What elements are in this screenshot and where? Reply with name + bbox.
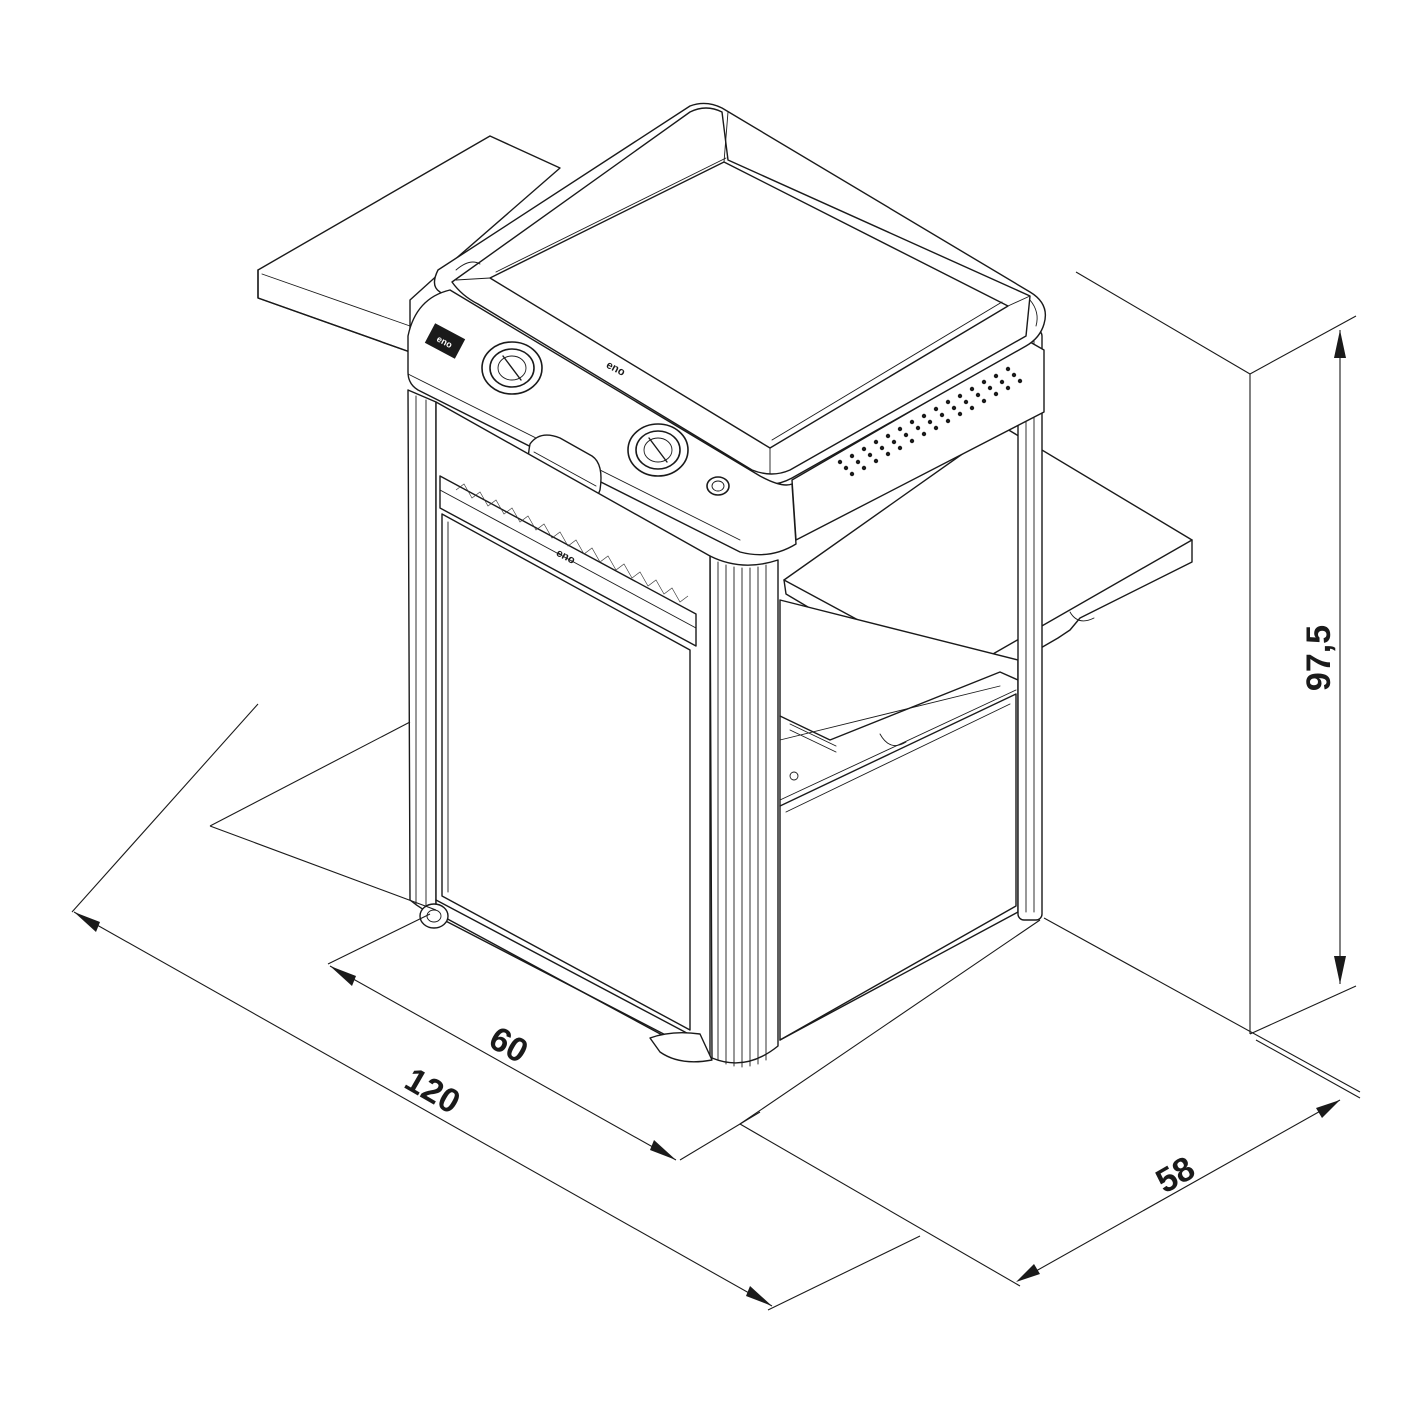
cabinet-door[interactable] — [441, 513, 691, 1031]
wheel-front-right — [649, 1031, 713, 1063]
left-side-shelf — [257, 135, 561, 353]
control-knob-right[interactable] — [627, 423, 689, 477]
control-panel: eno eno — [407, 289, 797, 556]
cabinet-front: eno — [435, 401, 711, 1059]
dimension-width-closed-label: 60 — [483, 1019, 535, 1071]
dimension-height: 97,5 — [1075, 271, 1357, 1035]
control-knob-left[interactable] — [481, 341, 543, 395]
ignition-button[interactable] — [706, 476, 730, 496]
griddle-plate — [433, 102, 1047, 486]
dimension-depth-label: 58 — [1150, 1149, 1202, 1201]
front-right-leg — [709, 555, 779, 1068]
drawer-rail-teeth — [455, 483, 689, 603]
cart-side-panel — [779, 329, 1043, 1041]
brand-badge: eno — [424, 323, 466, 359]
wheel-front-left — [419, 903, 449, 929]
vent-holes — [837, 366, 1023, 477]
dimension-width-open-label: 120 — [398, 1060, 466, 1121]
dimension-height-label: 97,5 — [1300, 625, 1338, 691]
